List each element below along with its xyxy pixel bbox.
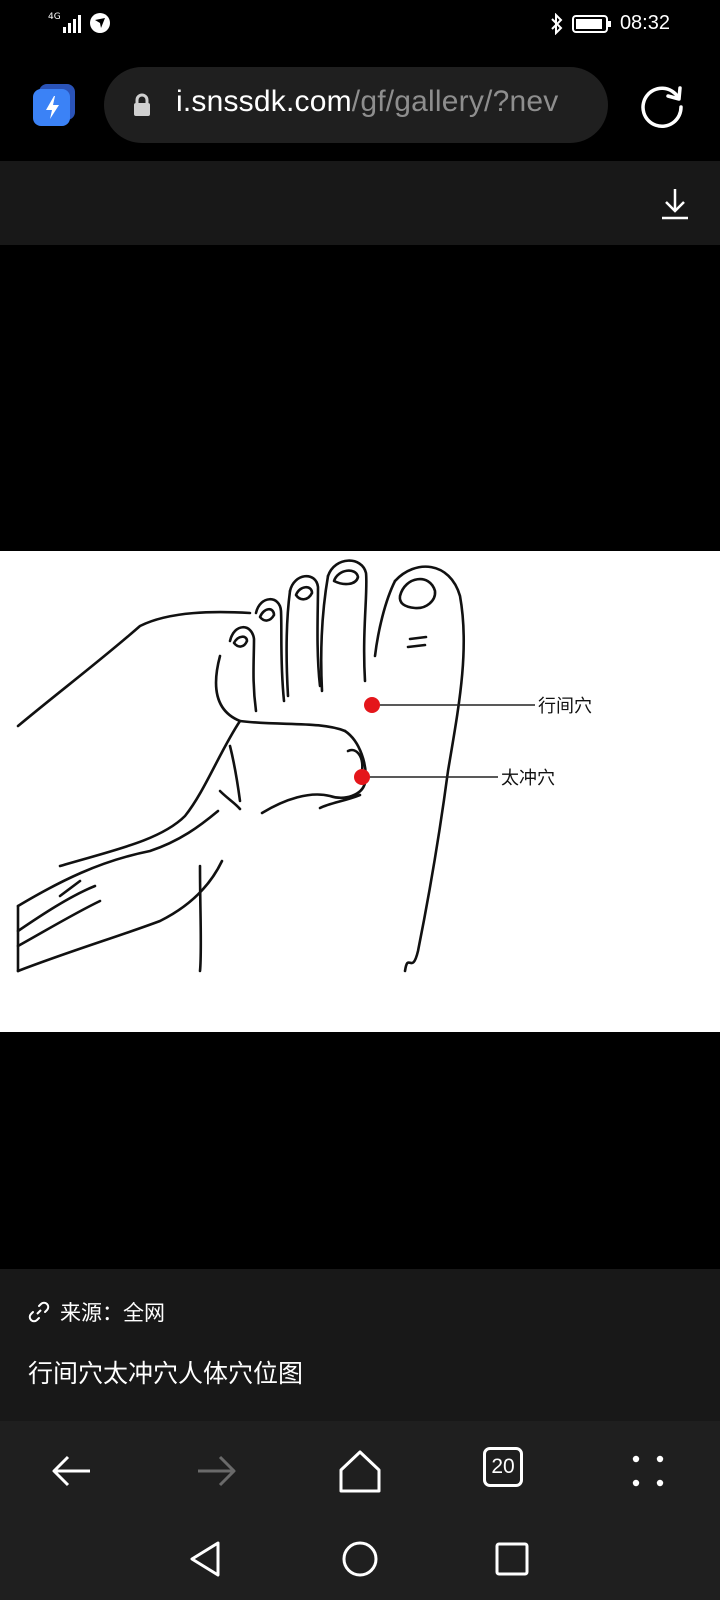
tabs-count: 20: [491, 1455, 515, 1478]
url-path: /gf/gallery/?nev: [351, 85, 559, 118]
status-right: 08:32: [550, 12, 670, 35]
caption-title: 行间穴太冲穴人体穴位图: [28, 1359, 304, 1388]
hand-and-foot-drawing: [16, 559, 466, 973]
xingjian-label: 行间穴: [538, 696, 592, 717]
lock-icon: [134, 93, 150, 116]
back-arrow-icon: [52, 1455, 90, 1487]
home-icon: [339, 1450, 381, 1493]
taichong-label: 太冲穴: [501, 768, 555, 789]
source-text: 来源：全网: [60, 1301, 165, 1325]
back-button[interactable]: [46, 1445, 98, 1497]
link-icon: [28, 1301, 50, 1323]
menu-button[interactable]: [622, 1445, 674, 1497]
clock: 08:32: [619, 12, 670, 34]
signal-icon: 4G: [48, 13, 81, 33]
image-toolbar: [0, 161, 720, 245]
address-row: i.snssdk.com/gf/gallery/?nev: [0, 52, 720, 158]
system-recents-icon[interactable]: [490, 1537, 534, 1581]
bluetooth-icon: [551, 12, 563, 35]
download-icon[interactable]: [660, 187, 690, 221]
location-icon: [89, 13, 110, 33]
system-nav-bar: [0, 1519, 720, 1600]
refresh-icon[interactable]: [638, 81, 686, 129]
home-button[interactable]: [334, 1445, 386, 1497]
xingjian-point-marker: [364, 697, 380, 713]
url-host: i.snssdk.com: [176, 85, 352, 118]
status-left: 4G: [48, 12, 111, 34]
image-caption: 来源：全网 行间穴太冲穴人体穴位图: [0, 1269, 720, 1421]
taichong-point-marker: [354, 769, 370, 785]
url-text[interactable]: i.snssdk.com/gf/gallery/?nev: [176, 85, 558, 119]
system-home-icon[interactable]: [338, 1537, 382, 1581]
status-bar: 4G 08:32: [0, 0, 720, 52]
source-row: 来源：全网: [28, 1297, 165, 1327]
battery-icon: [571, 14, 611, 33]
browser-nav-bar: 20: [0, 1421, 720, 1519]
acupoint-illustration: 行间穴 太冲穴: [16, 559, 592, 973]
tabs-button[interactable]: 20: [483, 1447, 523, 1487]
system-back-icon[interactable]: [184, 1537, 228, 1581]
forward-button[interactable]: [190, 1445, 242, 1497]
forward-arrow-icon: [198, 1455, 236, 1487]
app-icon[interactable]: [33, 84, 75, 126]
menu-dots-icon: [632, 1455, 664, 1487]
url-bar[interactable]: i.snssdk.com/gf/gallery/?nev: [104, 67, 608, 143]
gallery-image[interactable]: 行间穴 太冲穴: [0, 551, 720, 1032]
network-type-label: 4G: [48, 12, 61, 22]
